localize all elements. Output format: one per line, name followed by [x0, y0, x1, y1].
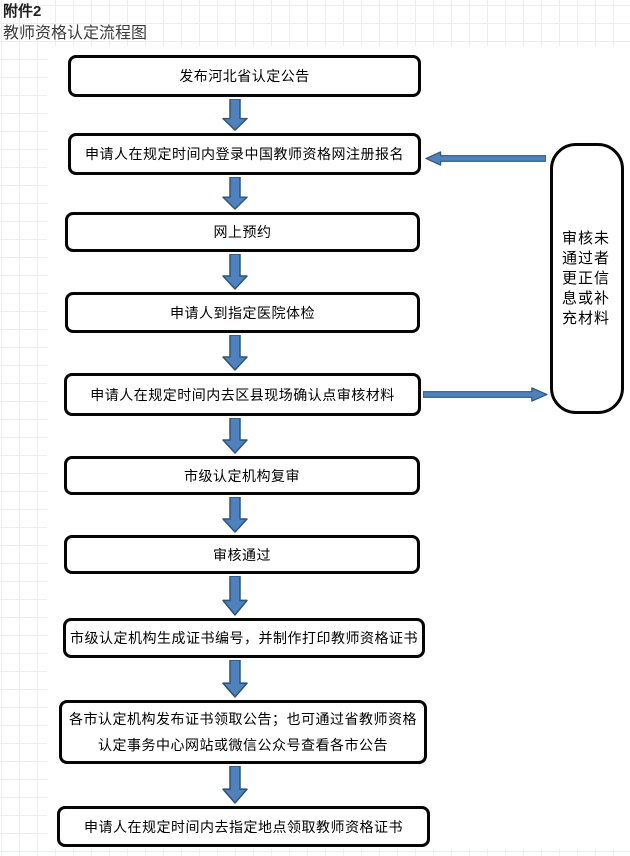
arrow-down-icon	[222, 660, 248, 698]
flow-step-online-appointment: 网上预约	[65, 212, 420, 252]
flow-step-label: 审核通过	[213, 546, 271, 563]
flow-step-label: 申请人到指定医院体检	[170, 304, 315, 321]
flow-step-onsite-confirmation: 申请人在规定时间内去区县现场确认点审核材料	[64, 373, 421, 416]
arrow-down-icon	[222, 766, 248, 804]
flow-step-publish-announcement: 发布河北省认定公告	[68, 55, 421, 97]
flow-step-municipal-review: 市级认定机构复审	[64, 456, 420, 495]
page-header: 附件2 教师资格认定流程图	[3, 2, 147, 44]
arrow-down-icon	[222, 99, 248, 131]
arrow-down-icon	[222, 335, 248, 371]
page-subtitle: 教师资格认定流程图	[3, 25, 148, 42]
flow-step-failed-review-correction: 审核未通过者更正信息或补充材料	[550, 143, 624, 414]
flow-step-label: 市级认定机构生成证书编号，并制作打印教师资格证书	[70, 630, 418, 646]
flow-step-hospital-checkup: 申请人到指定医院体检	[65, 292, 420, 333]
flow-step-generate-certificate: 市级认定机构生成证书编号，并制作打印教师资格证书	[63, 618, 425, 658]
flow-step-collection-announcement: 各市认定机构发布证书领取公告；也可通过省教师资格 认定事务中心网站或微信公众号查…	[59, 700, 427, 764]
arrow-down-icon	[222, 418, 248, 454]
flow-step-register-online: 申请人在规定时间内登录中国教师资格网注册报名	[68, 133, 421, 175]
flow-step-label: 申请人在规定时间内登录中国教师资格网注册报名	[85, 146, 404, 162]
arrow-down-icon	[222, 576, 248, 616]
flow-step-label: 市级认定机构复审	[184, 467, 300, 484]
arrow-left-icon	[425, 151, 546, 166]
arrow-down-icon	[222, 497, 248, 533]
flow-step-collect-certificate: 申请人在规定时间内去指定地点领取教师资格证书	[57, 806, 430, 847]
attachment-label: 附件2	[3, 3, 42, 20]
arrow-down-icon	[222, 254, 248, 290]
flow-step-label: 申请人在规定时间内去区县现场确认点审核材料	[90, 386, 395, 403]
flow-step-label: 发布河北省认定公告	[179, 68, 310, 84]
flow-step-label: 网上预约	[213, 224, 272, 240]
arrow-right-icon	[423, 387, 548, 402]
flow-step-label: 各市认定机构发布证书领取公告；也可通过省教师资格 认定事务中心网站或微信公众号查…	[69, 711, 417, 753]
flow-step-label: 申请人在规定时间内去指定地点领取教师资格证书	[84, 818, 403, 835]
arrow-down-icon	[222, 177, 248, 210]
flow-step-label: 审核未通过者更正信息或补充材料	[562, 229, 611, 327]
flow-step-review-passed: 审核通过	[64, 535, 420, 574]
